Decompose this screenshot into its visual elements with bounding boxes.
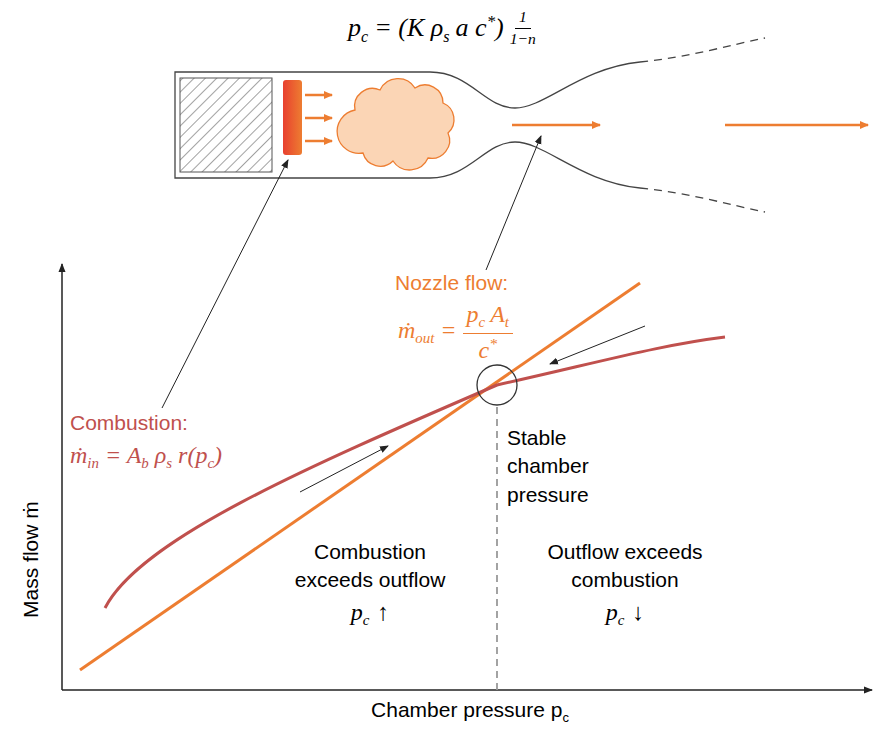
fraction-numerator: pcAt <box>463 300 513 334</box>
math-symbol: r(p <box>178 442 207 468</box>
combustion-title: Combustion: <box>70 410 188 435</box>
pressure-trend: pc ↑ <box>351 598 390 630</box>
math-symbol: ρ <box>155 442 167 468</box>
subscript: b <box>141 455 148 471</box>
exhaust-arrow <box>725 124 868 127</box>
nozzle-extension <box>640 188 765 212</box>
math-symbol: p <box>351 599 363 625</box>
trend-arrow <box>550 326 645 364</box>
subscript: in <box>87 455 99 471</box>
math-symbol: Outflow exceeds combustion <box>547 540 702 591</box>
fraction-denominator: c* <box>475 334 501 364</box>
math-symbol: ) <box>495 13 504 42</box>
math-symbol: = (K ρ <box>374 13 443 42</box>
math-symbol: Combustion exceeds outflow <box>295 540 446 591</box>
nozzle-extension <box>640 38 765 62</box>
nozzle-flow-arrow <box>512 124 600 127</box>
combustion-formula: ṁin = Abρs r(pc) <box>70 441 222 473</box>
math-symbol: ṁ <box>70 442 87 468</box>
subscript: c <box>618 612 625 628</box>
gas-arrow <box>305 117 332 120</box>
math-symbol: 1 <box>519 8 527 25</box>
equilibrium-circle <box>477 365 517 405</box>
fraction-denominator: 1−n <box>506 29 540 49</box>
math-symbol: Nozzle flow: <box>395 271 508 294</box>
y-axis <box>61 264 63 690</box>
combustion-curve <box>105 337 725 608</box>
subscript: c <box>207 455 214 471</box>
math-symbol: 1−n <box>510 30 536 47</box>
combustion-cloud <box>337 79 454 170</box>
fraction-numerator: 1 <box>515 8 531 29</box>
gas-arrow <box>305 94 332 97</box>
nozzle-wall <box>430 62 640 108</box>
subscript: out <box>415 330 434 346</box>
x-axis-label: Chamber pressure pc <box>371 697 569 725</box>
superscript: * <box>489 335 497 352</box>
superscript: * <box>487 12 495 31</box>
subscript: c <box>361 28 368 45</box>
math-symbol: ṁ <box>398 317 415 343</box>
nozzle-flow-title: Nozzle flow: <box>395 270 508 295</box>
math-symbol: = A <box>105 442 141 468</box>
math-symbol: ↑ <box>377 599 389 625</box>
leader-line <box>162 160 288 408</box>
math-symbol: Stable chamber pressure <box>507 426 589 506</box>
equilibrium-dashed-line <box>496 407 498 690</box>
leader-line <box>486 136 541 270</box>
fraction: 11−n <box>506 8 540 48</box>
propellant-grain <box>180 78 272 172</box>
math-symbol: p <box>606 599 618 625</box>
x-axis <box>62 689 872 691</box>
math-symbol: ↓ <box>632 599 644 625</box>
y-axis-label: Mass flow ṁ <box>17 502 42 619</box>
subscript: s <box>166 455 172 471</box>
stable-pressure-note: Stable chamber pressure <box>507 424 625 509</box>
chamber-pressure-formula: pc= (K ρsa c*)11−n <box>348 8 542 48</box>
math-symbol: Mass flow ṁ <box>18 502 41 619</box>
rocket-motor <box>175 38 868 212</box>
fraction: pcAtc* <box>463 300 513 364</box>
math-symbol: p <box>348 13 361 42</box>
region-note: Outflow exceeds combustion <box>534 538 716 595</box>
nozzle-outflow-line <box>80 283 640 670</box>
subscript: c <box>479 314 486 330</box>
subscript: c <box>562 710 569 725</box>
math-symbol: Combustion: <box>70 411 188 434</box>
math-symbol: p <box>467 301 479 327</box>
math-symbol: Chamber pressure p <box>371 698 562 721</box>
subscript: s <box>443 28 449 45</box>
pressure-trend: pc ↓ <box>606 598 645 630</box>
nozzle-wall <box>430 142 640 188</box>
subscript: t <box>505 314 509 330</box>
math-symbol: a c <box>456 13 487 42</box>
subscript: c <box>363 612 370 628</box>
math-symbol: ) <box>214 442 222 468</box>
region-note: Combustion exceeds outflow <box>279 538 461 595</box>
burning-surface <box>283 80 302 155</box>
math-symbol: = <box>440 317 456 343</box>
gas-arrow <box>305 140 332 143</box>
math-symbol: c <box>479 337 490 363</box>
trend-arrow <box>300 446 388 492</box>
math-symbol: A <box>490 301 505 327</box>
nozzle-flow-formula: ṁout=pcAtc* <box>398 300 515 364</box>
